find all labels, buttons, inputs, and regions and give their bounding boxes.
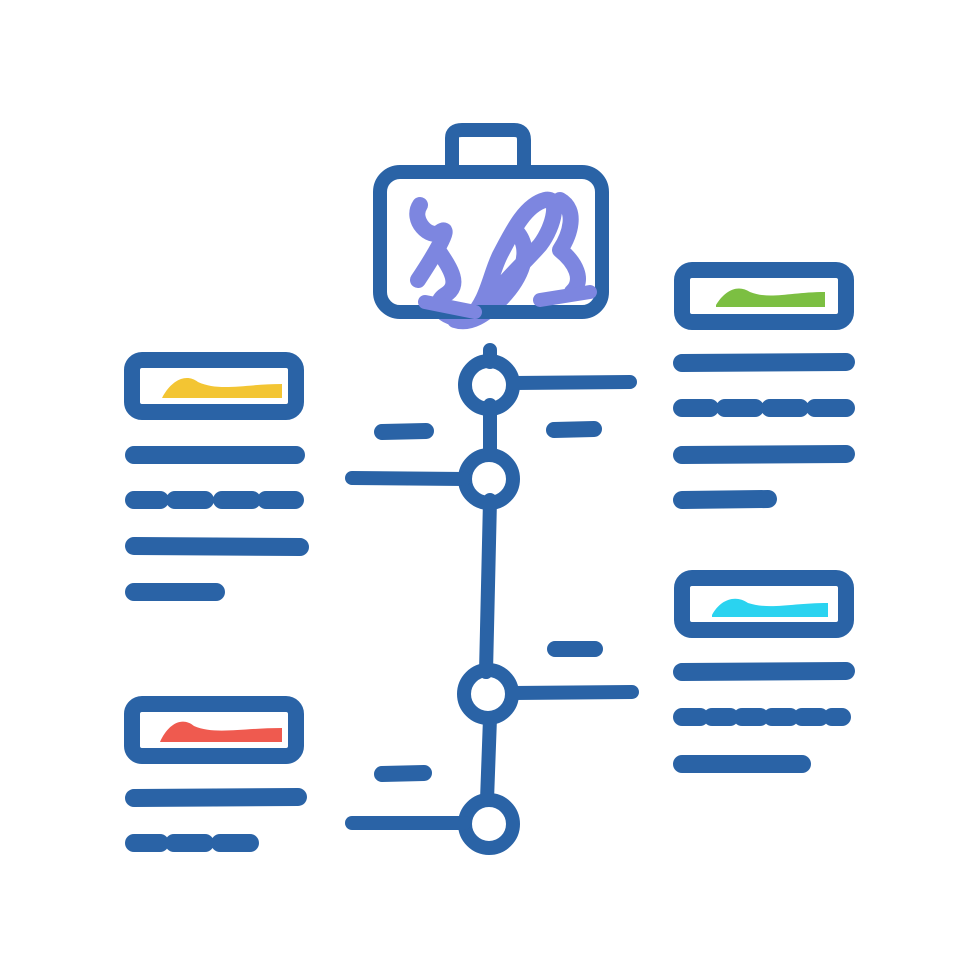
flight-card-top-left bbox=[124, 352, 309, 601]
timeline bbox=[345, 343, 639, 855]
card-thumbnail-frame bbox=[674, 570, 854, 638]
card-thumbnail-fill bbox=[160, 721, 282, 742]
card-thumbnail-frame bbox=[674, 262, 854, 330]
card-text-lines bbox=[125, 788, 307, 852]
card-text-lines bbox=[673, 353, 855, 509]
flight-card-bottom-left bbox=[124, 696, 307, 852]
card-thumbnail-fill bbox=[716, 288, 825, 307]
timeline-label-1 bbox=[374, 421, 602, 440]
suitcase-scribble bbox=[409, 191, 586, 330]
card-text-lines bbox=[673, 662, 855, 773]
timeline-connector-2 bbox=[345, 471, 471, 486]
timeline-label-4 bbox=[374, 765, 432, 782]
card-thumbnail-frame bbox=[124, 696, 304, 764]
card-thumbnail-fill bbox=[712, 598, 828, 617]
timeline-connector-3 bbox=[506, 685, 639, 700]
card-text-lines bbox=[125, 446, 309, 601]
card-thumbnail-fill bbox=[162, 377, 282, 398]
flight-card-top-right bbox=[673, 262, 855, 509]
suitcase-handle bbox=[445, 123, 531, 179]
suitcase-body bbox=[373, 165, 609, 319]
timeline-connector-1 bbox=[507, 375, 637, 390]
card-thumbnail-frame bbox=[124, 352, 304, 420]
timeline-node-4 bbox=[458, 793, 520, 855]
timeline-axis bbox=[479, 343, 497, 807]
suitcase-icon bbox=[373, 123, 609, 330]
suitcase-patch bbox=[418, 285, 597, 319]
flight-card-mid-right bbox=[673, 570, 855, 773]
